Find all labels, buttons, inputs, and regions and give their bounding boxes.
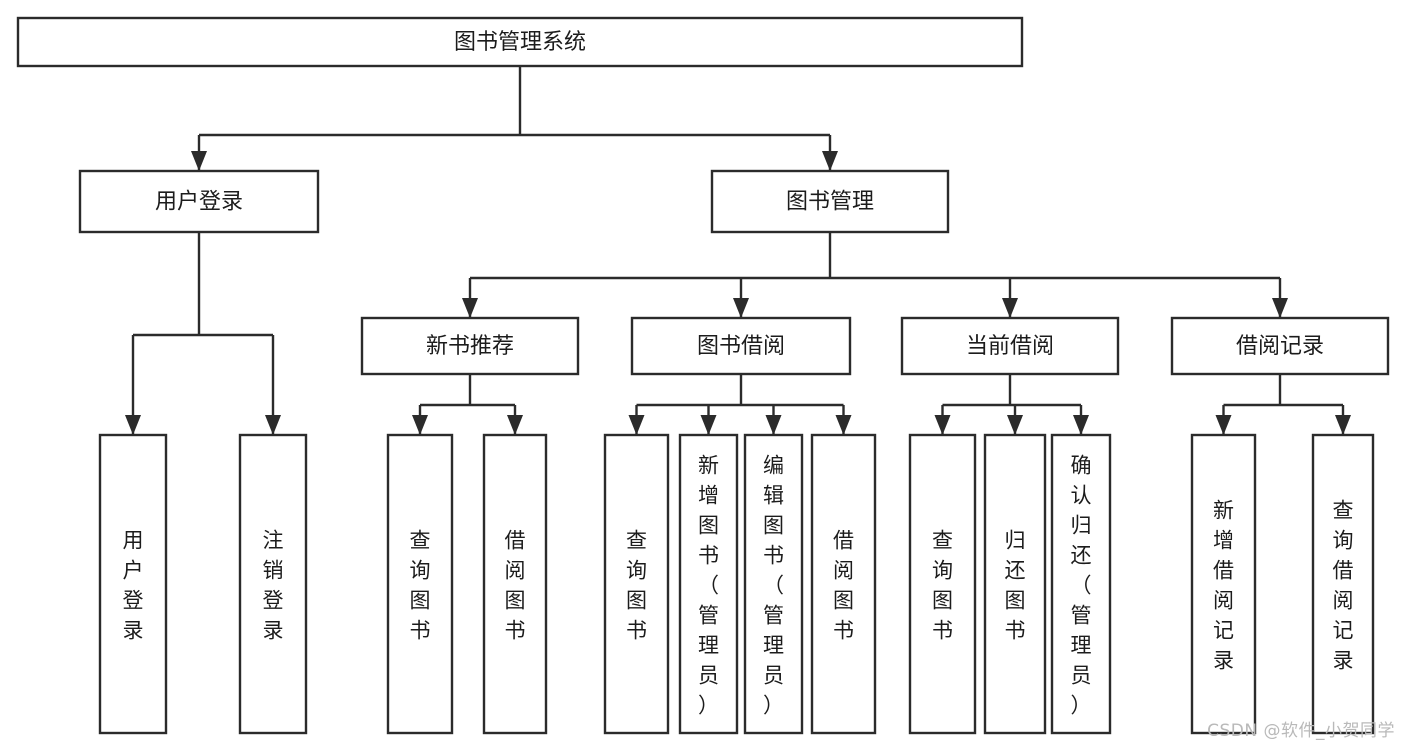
arrow-head-icon — [1215, 415, 1232, 435]
node-label-book-admin: 图书管理 — [786, 190, 874, 215]
node-root[interactable]: 图书管理系统 — [16, 16, 1024, 68]
node-label-leaf-rec-query: 查询图书 — [410, 528, 431, 642]
arrow-head-icon — [765, 415, 782, 435]
node-leaf-cur-confirm[interactable]: 确认归还（管理员） — [1050, 433, 1112, 735]
node-box-leaf-borrow-book[interactable] — [810, 433, 877, 735]
node-box-leaf-cur-query[interactable] — [908, 433, 977, 735]
connector-layer — [125, 66, 1351, 435]
node-label-leaf-cur-return: 归还图书 — [1005, 528, 1026, 642]
node-label-root: 图书管理系统 — [454, 30, 586, 55]
arrow-head-icon — [628, 415, 645, 435]
arrow-head-icon — [1272, 298, 1288, 318]
node-leaf-borrow-query[interactable]: 查询图书 — [603, 433, 670, 735]
node-label-current-borrow: 当前借阅 — [966, 334, 1054, 359]
node-box-leaf-user-login[interactable] — [98, 433, 168, 735]
node-label-book-borrow: 图书借阅 — [697, 334, 785, 359]
node-box-leaf-rec-borrow[interactable] — [482, 433, 548, 735]
node-label-leaf-rec-borrow: 借阅图书 — [505, 528, 526, 642]
node-box-leaf-borrow-query[interactable] — [603, 433, 670, 735]
node-box-leaf-rec-add[interactable] — [1190, 433, 1257, 735]
node-leaf-cur-query[interactable]: 查询图书 — [908, 433, 977, 735]
node-label-user-login: 用户登录 — [155, 190, 243, 215]
arrow-head-icon — [934, 415, 951, 435]
node-borrow-record[interactable]: 借阅记录 — [1170, 316, 1390, 376]
node-leaf-user-login[interactable]: 用户登录 — [98, 433, 168, 735]
arrow-head-icon — [507, 415, 523, 435]
node-box-leaf-rec-query[interactable] — [386, 433, 454, 735]
node-label-leaf-user-login: 用户登录 — [123, 528, 144, 642]
node-box-current-borrow[interactable] — [900, 316, 1120, 376]
node-label-new-book-rec: 新书推荐 — [426, 334, 514, 359]
node-new-book-rec[interactable]: 新书推荐 — [360, 316, 580, 376]
node-box-leaf-user-logout[interactable] — [238, 433, 308, 735]
arrow-head-icon — [125, 415, 141, 435]
node-label-leaf-user-logout: 注销登录 — [263, 528, 284, 642]
arrow-head-icon — [700, 415, 717, 435]
node-box-user-login[interactable] — [78, 169, 320, 234]
node-label-leaf-book-add: 新增图书（管理员） — [698, 453, 719, 717]
arrow-head-icon — [822, 151, 838, 171]
node-label-leaf-rec-add: 新增借阅记录 — [1213, 498, 1234, 672]
node-current-borrow[interactable]: 当前借阅 — [900, 316, 1120, 376]
arrow-head-icon — [462, 298, 478, 318]
node-leaf-rec-query[interactable]: 查询图书 — [386, 433, 454, 735]
node-box-leaf-book-add[interactable] — [678, 433, 739, 735]
node-book-admin[interactable]: 图书管理 — [710, 169, 950, 234]
node-leaf-book-add[interactable]: 新增图书（管理员） — [678, 433, 739, 735]
arrow-head-icon — [835, 415, 852, 435]
node-label-leaf-cur-confirm: 确认归还（管理员） — [1071, 453, 1092, 717]
node-leaf-rec-search[interactable]: 查询借阅记录 — [1311, 433, 1375, 735]
node-box-leaf-cur-return[interactable] — [983, 433, 1047, 735]
node-label-borrow-record: 借阅记录 — [1236, 334, 1324, 359]
node-box-leaf-book-edit[interactable] — [743, 433, 804, 735]
arrow-head-icon — [733, 298, 749, 318]
node-box-book-borrow[interactable] — [630, 316, 852, 376]
node-box-new-book-rec[interactable] — [360, 316, 580, 376]
arrow-head-icon — [191, 151, 207, 171]
node-box-borrow-record[interactable] — [1170, 316, 1390, 376]
node-label-leaf-borrow-query: 查询图书 — [626, 528, 647, 642]
node-box-leaf-cur-confirm[interactable] — [1050, 433, 1112, 735]
node-layer: 图书管理系统用户登录图书管理新书推荐图书借阅当前借阅借阅记录用户登录注销登录查询… — [16, 16, 1390, 735]
node-box-book-admin[interactable] — [710, 169, 950, 234]
node-label-leaf-cur-query: 查询图书 — [932, 528, 953, 642]
node-book-borrow[interactable]: 图书借阅 — [630, 316, 852, 376]
node-leaf-rec-add[interactable]: 新增借阅记录 — [1190, 433, 1257, 735]
node-leaf-book-edit[interactable]: 编辑图书（管理员） — [743, 433, 804, 735]
node-box-root[interactable] — [16, 16, 1024, 68]
arrow-head-icon — [1335, 415, 1351, 435]
arrow-head-icon — [1007, 415, 1023, 435]
arrow-head-icon — [412, 415, 428, 435]
node-leaf-user-logout[interactable]: 注销登录 — [238, 433, 308, 735]
node-leaf-rec-borrow[interactable]: 借阅图书 — [482, 433, 548, 735]
node-label-leaf-book-edit: 编辑图书（管理员） — [763, 453, 784, 717]
node-leaf-cur-return[interactable]: 归还图书 — [983, 433, 1047, 735]
node-label-leaf-rec-search: 查询借阅记录 — [1333, 498, 1354, 672]
arrow-head-icon — [265, 415, 281, 435]
node-user-login[interactable]: 用户登录 — [78, 169, 320, 234]
arrow-head-icon — [1002, 298, 1018, 318]
node-leaf-borrow-book[interactable]: 借阅图书 — [810, 433, 877, 735]
node-box-leaf-rec-search[interactable] — [1311, 433, 1375, 735]
arrow-head-icon — [1073, 415, 1089, 435]
node-label-leaf-borrow-book: 借阅图书 — [833, 528, 854, 642]
